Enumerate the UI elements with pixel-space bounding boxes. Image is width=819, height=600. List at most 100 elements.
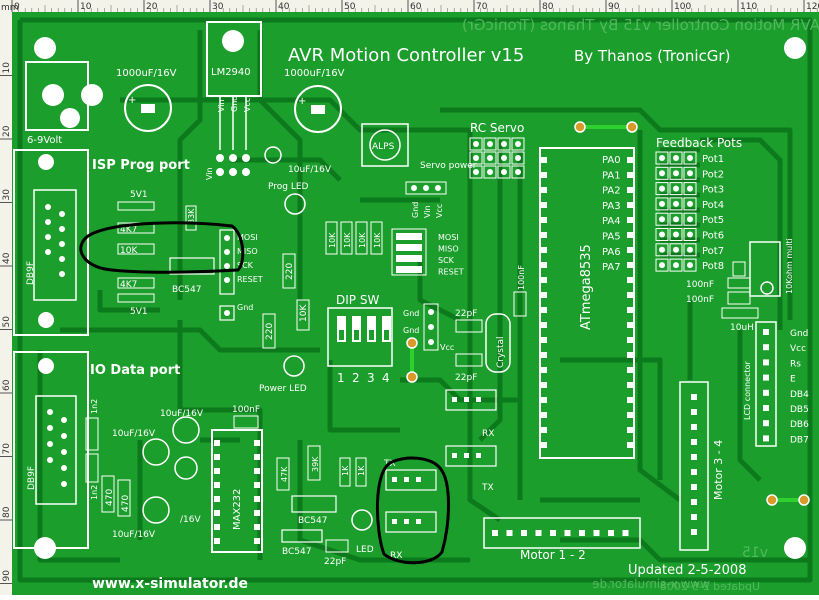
cap-100nf-mcu-label: 100nF [517, 265, 526, 290]
top-ruler-ticks: 0102030405060708090100110120 [11, 0, 819, 12]
mounting-holes [34, 37, 806, 559]
r-220-b-label: 220 [265, 323, 275, 340]
jumper-pin-label: MOSI [438, 233, 459, 242]
cap-10uf-1-label: 10uF/16V [112, 429, 156, 439]
isp-gnd-label: Gnd [237, 303, 253, 312]
ruler-tick-label: 70 [476, 2, 488, 12]
ruler-tick-label: 10 [80, 2, 92, 12]
reg-gnd-label: Gnd [230, 96, 239, 112]
mirror-layer-text: AVR Motion Controller v15 By Thanos (Tro… [462, 16, 819, 593]
db9f-a-label: DB9F [26, 261, 36, 285]
r-1k-b-label: 1K [357, 465, 366, 476]
cap-22pf-b-label: 22pF [455, 373, 477, 383]
pot-label: Pot2 [702, 169, 724, 180]
power-input-label: 6-9Volt [27, 135, 62, 146]
rc-servo-title: RC Servo [470, 121, 524, 135]
mounting-hole [34, 37, 56, 59]
isp-pin-label: MOSI [237, 233, 258, 242]
isp-pin-label: MISO [237, 247, 258, 256]
cap-22pf-c-label: 22pF [324, 557, 346, 567]
mounting-hole [784, 537, 806, 559]
regulator-label: LM2940 [211, 67, 251, 78]
pot-label: Pot1 [702, 154, 724, 165]
lcd-pin-label: DB6 [790, 420, 809, 430]
resistor-array-label: 10K [343, 232, 352, 248]
svg-text:+: + [298, 96, 306, 107]
ruler-unit: mm [1, 3, 19, 13]
motor-1-2-connector: Motor 1 - 2 [483, 517, 641, 562]
motor-3-4-label: Motor 3 - 4 [712, 440, 725, 500]
ruler-tick-label: 70 [2, 443, 12, 455]
cap-10uf-2-label: 10uF/16V [160, 409, 204, 419]
pa-pin-label: PA5 [602, 232, 621, 243]
ruler-tick-label: 40 [2, 252, 12, 264]
zener-5v1-a-label: 5V1 [130, 190, 148, 200]
rx-a-label: RX [482, 429, 494, 439]
vin-label: Vin [205, 167, 214, 180]
bc547-b-label: BC547 [282, 547, 311, 557]
dip-number: 2 [352, 371, 360, 385]
bc547-a-label: BC547 [298, 516, 327, 526]
annotation-circle-isp [79, 221, 245, 274]
mounting-hole [784, 37, 806, 59]
rx-b-label: RX [390, 551, 402, 561]
dip-number: 4 [382, 371, 390, 385]
left-ruler [0, 0, 12, 595]
mirror-website: www.x-simulator.de [592, 577, 710, 591]
ruler-tick-label: 60 [2, 379, 12, 391]
gnd-a-label: Gnd [403, 309, 419, 318]
feedback-pots: Feedback Pots Pot1Pot2Pot3Pot4Pot5Pot6Po… [655, 136, 794, 333]
ruler-tick-label: 90 [2, 570, 12, 582]
cap-10uf-4-label: /16V [180, 515, 201, 525]
dip-sw-title: DIP SW [336, 293, 379, 307]
mirror-title: AVR Motion Controller v15 By Thanos (Tro… [462, 16, 819, 34]
pot-label: Pot4 [702, 200, 724, 211]
r-47k-label: 47K [280, 466, 289, 482]
ruler-tick-label: 50 [2, 316, 12, 328]
lcd-pin-label: DB4 [790, 390, 809, 400]
cap-1n2-a-label: 1n2 [90, 399, 99, 414]
lcd-pin-label: Rs [790, 359, 801, 369]
io-data-port: IO Data port DB9F 1n2 1n2 470 470 10uF/1… [13, 351, 263, 553]
resistor-array-label: 10K [373, 232, 382, 248]
r-470-a-label: 470 [105, 489, 115, 506]
cap-1n2-b-label: 1n2 [90, 485, 99, 500]
pa-pin-label: PA6 [602, 247, 621, 258]
ruler-tick-label: 50 [344, 2, 356, 12]
r-39k-label: 39K [311, 456, 320, 472]
r-33k-label: 33K [187, 208, 196, 224]
resistor-array-label: 10K [358, 232, 367, 248]
ruler-tick-label: 20 [2, 125, 12, 137]
zener-5v1-b-label: 5V1 [130, 307, 148, 317]
power-led-area: 220 220 10K Power LED [259, 253, 310, 394]
db9f-b-label: DB9F [27, 466, 37, 490]
ruler-tick-label: 90 [608, 2, 620, 12]
jumper-pin-label: RESET [438, 268, 464, 277]
jumper-pin-label: SCK [438, 256, 455, 265]
ruler-tick-label: 80 [2, 506, 12, 518]
lcd-pin-label: DB7 [790, 435, 809, 445]
ruler-tick-label: 10 [2, 62, 12, 74]
led-label: LED [356, 545, 374, 555]
pot-label: Pot3 [702, 185, 724, 196]
isp-pin-label: RESET [237, 275, 263, 284]
max232-label: MAX232 [232, 489, 243, 530]
reg-vin-label: Vin [217, 99, 226, 112]
cap-10uf-prog-label: 10uF/16V [288, 165, 332, 175]
lcd-pin-label: DB5 [790, 405, 809, 415]
r-4k7-a-label: 4K7 [120, 225, 137, 235]
resistor-array-label: 10K [328, 232, 337, 248]
r-4k7-b-label: 4K7 [120, 280, 137, 290]
pa-pin-label: PA7 [602, 262, 621, 273]
board-updated: Updated 2-5-2008 [628, 563, 746, 578]
r-470-b-label: 470 [121, 495, 131, 512]
prog-led-area: 10uF/16V Prog LED [264, 146, 332, 215]
cap-22pf-a-label: 22pF [455, 309, 477, 319]
board-author: By Thanos (TronicGr) [574, 47, 730, 65]
ruler-tick-label: 30 [2, 189, 12, 201]
lcd-connector-label: LCD connector [743, 360, 752, 420]
